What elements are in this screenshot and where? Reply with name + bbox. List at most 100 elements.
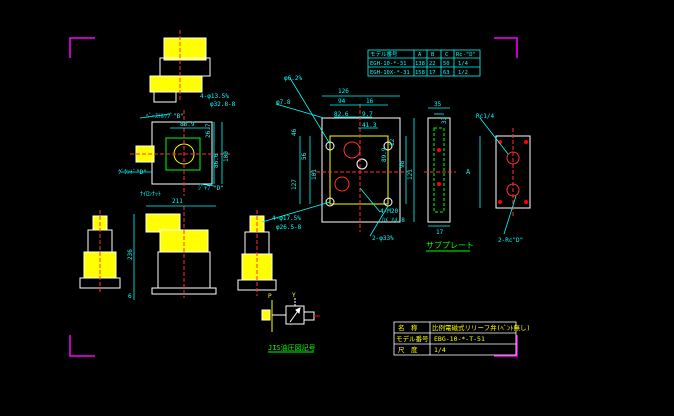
title-model-value: EBG-10-*-T-51 bbox=[434, 335, 485, 343]
spec-row1-a: 138 bbox=[415, 61, 425, 67]
title-scale-value: 1/4 bbox=[434, 346, 446, 354]
bottom-corner-2 bbox=[524, 140, 528, 144]
side-plate-port-2 bbox=[437, 182, 441, 186]
dim-126: 126 bbox=[338, 88, 349, 95]
spec-header-c: C bbox=[445, 52, 448, 58]
valve-front-view bbox=[149, 30, 211, 103]
dim-a: A bbox=[466, 168, 471, 176]
valve-right-view bbox=[237, 210, 277, 296]
valve-top-cap bbox=[163, 37, 207, 61]
port-center bbox=[356, 158, 368, 170]
spec-row1-d: 1/4 bbox=[458, 61, 469, 67]
side-plate-port-1 bbox=[437, 148, 441, 152]
dim-phi26-5: φ26.5-8 bbox=[276, 224, 302, 231]
dim-m20: 4-M20 bbox=[380, 208, 398, 215]
bottom-plate-dims bbox=[479, 117, 517, 235]
symbol-arrowhead bbox=[295, 307, 301, 315]
dim-98: 98 bbox=[399, 160, 406, 168]
dim-41-3: 41.3 bbox=[362, 122, 377, 129]
corner-bottom-right bbox=[494, 335, 518, 357]
dim-phi7-8: φ7.8 bbox=[276, 99, 291, 106]
dim-9-7: 9.7 bbox=[362, 111, 373, 118]
top-267-dim: 26.7 bbox=[205, 123, 212, 138]
plan-dimension-lines bbox=[120, 113, 223, 187]
jis-hydraulic-symbol bbox=[261, 298, 320, 332]
dim-12: 12 bbox=[389, 138, 396, 146]
valve-plan-view bbox=[120, 110, 230, 196]
title-name-label: 名 称 bbox=[398, 323, 418, 332]
corner-top-right bbox=[494, 37, 518, 58]
dim-121: 121 bbox=[407, 169, 414, 180]
side-plate-outline bbox=[427, 117, 451, 223]
mount-hole-1 bbox=[325, 141, 335, 151]
dim-56: 56 bbox=[301, 152, 308, 160]
top-866-dim: 86.6 bbox=[213, 153, 220, 168]
top-b-label: ﾍﾟｰｽﾄﾙｯﾌﾟ"B" bbox=[146, 113, 184, 120]
dim-101: 101 bbox=[311, 169, 318, 180]
dim-89-9-front: 89.9 bbox=[381, 147, 388, 162]
side-plate-dims bbox=[428, 107, 450, 227]
spec-row2-b: 17 bbox=[429, 70, 436, 76]
side-236-dim: 236 bbox=[127, 249, 134, 260]
side-plate-hidden bbox=[433, 127, 445, 213]
title-block-frame bbox=[393, 321, 517, 356]
dim-phi6-2: φ6.2% bbox=[284, 75, 302, 82]
bottom-corner-4 bbox=[524, 200, 528, 204]
dim-82-6: 82.6 bbox=[334, 111, 349, 118]
dim-2phi33: 2-φ33% bbox=[372, 235, 394, 242]
dim-33: 33 bbox=[441, 116, 448, 124]
dim-35: 35 bbox=[434, 101, 442, 108]
dim-94: 94 bbox=[338, 98, 346, 105]
spec-row1-model: EGH-10-*-31 bbox=[370, 61, 406, 67]
top-plug-label: ｸﾞﾗﾝﾄﾞ"D" bbox=[118, 169, 147, 176]
dim-m20-sub: ﾊﾒ ﾊﾒ-8 bbox=[382, 217, 405, 224]
spec-row2-a: 158 bbox=[415, 70, 425, 76]
spec-table bbox=[367, 49, 481, 77]
top-phi32-dim: φ32.8-8 bbox=[210, 101, 236, 108]
mount-hole-3 bbox=[325, 197, 335, 207]
side-nut-label: ﾅｲﾛﾝﾅｯﾄ bbox=[140, 191, 161, 198]
dim-127: 127 bbox=[291, 179, 298, 190]
spec-row1-c: 50 bbox=[443, 61, 450, 67]
subplate-side-view bbox=[424, 107, 456, 227]
dim-4phi17-5: 4-φ17.5% bbox=[272, 215, 301, 222]
dim-17: 17 bbox=[436, 229, 444, 236]
title-model-label: モデル番号 bbox=[396, 334, 429, 343]
port-t bbox=[334, 176, 350, 192]
dim-rc14: Rc1/4 bbox=[476, 113, 494, 120]
subplate-dims bbox=[261, 77, 415, 237]
bottom-corner-3 bbox=[498, 200, 502, 204]
subplate-bottom-view bbox=[479, 117, 531, 235]
symbol-tank bbox=[261, 309, 271, 321]
side-view-dims bbox=[133, 205, 216, 300]
side-211-dim: 211 bbox=[172, 198, 183, 205]
jis-symbol-label: JIS油圧図記号 bbox=[268, 343, 316, 352]
top-tap-label: ｼﾞｬﾌﾞ"D" bbox=[198, 185, 224, 192]
spec-header-d: Rc-"D" bbox=[456, 52, 476, 58]
top-hole-dim: 4-φ13.5% bbox=[200, 93, 229, 100]
top-100-dim: 100 bbox=[223, 151, 230, 162]
side-6-dim: 6 bbox=[128, 293, 132, 300]
mount-hole-2 bbox=[383, 141, 393, 151]
subplate-label: サブプレート bbox=[426, 240, 474, 250]
dim-46: 46 bbox=[291, 128, 298, 136]
solenoid-plug bbox=[153, 91, 177, 103]
subplate-outline bbox=[321, 117, 401, 223]
spec-row1-b: 22 bbox=[429, 61, 436, 67]
valve-side-view bbox=[133, 205, 217, 300]
corner-bottom-left bbox=[69, 335, 95, 357]
symbol-p-label: P bbox=[268, 293, 272, 300]
spec-header-a: A bbox=[418, 52, 422, 58]
dim-2rc: 2-Rc"D" bbox=[498, 237, 523, 244]
spec-row2-d: 1/2 bbox=[458, 70, 468, 76]
spec-table-cells: モデル番号 A B C Rc-"D" EGH-10-*-31 138 22 50… bbox=[370, 50, 476, 76]
spec-row2-c: 63 bbox=[443, 70, 450, 76]
side-view-solenoid bbox=[145, 213, 181, 233]
corner-top-left bbox=[69, 37, 95, 58]
top-889-dim: 88.9 bbox=[180, 121, 195, 128]
title-block-text: 名 称 比例電磁式リリーフ弁(ﾍﾞﾝﾄ無し) モデル番号 EBG-10-*-T-… bbox=[396, 323, 530, 354]
subplate-plan bbox=[261, 77, 415, 237]
subplate-mount-face bbox=[329, 135, 389, 205]
spec-header-b: B bbox=[431, 52, 435, 58]
